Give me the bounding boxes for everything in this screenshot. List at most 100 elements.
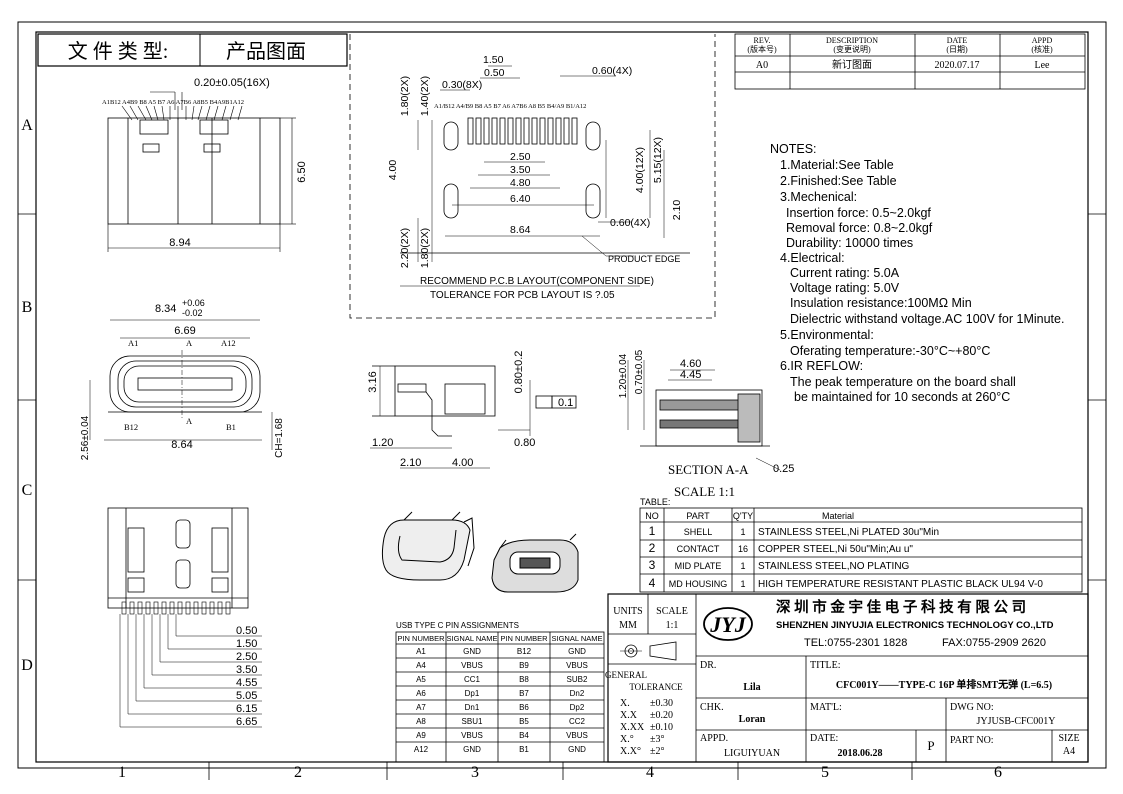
pin-header: SIGNAL NAME — [552, 634, 603, 643]
rev-header-desc: DESCRIPTION — [826, 36, 878, 45]
pin-table-cell: Dn2 — [570, 689, 585, 698]
table-cell: 1 — [649, 524, 656, 538]
scale-label: SCALE — [656, 606, 688, 617]
dim-label: 3.16 — [367, 371, 379, 392]
front-view — [89, 319, 273, 450]
matl-label: MAT'L: — [810, 702, 842, 713]
row-label-d: D — [21, 657, 33, 674]
pin-table-cell: CC2 — [569, 717, 586, 726]
table-cell: STAINLESS STEEL,Ni PLATED 30u"Min — [758, 527, 939, 538]
table-cell: 1 — [740, 579, 745, 589]
title-value: CFC001Y——TYPE-C 16P 单排SMT无弹 (L=6.5) — [836, 678, 1052, 691]
dim-label: 1.20±0.04 — [618, 353, 629, 398]
pin-table-cell: B5 — [519, 717, 529, 726]
table-cell: 16 — [738, 544, 748, 554]
table-cell: 2 — [649, 541, 656, 555]
pin-table-cell: CC1 — [464, 675, 481, 684]
note-line: be maintained for 10 seconds at 260°C — [794, 390, 1010, 404]
pin-table-cell: A9 — [416, 731, 426, 740]
rev-header-date-cn: (日期) — [946, 45, 968, 54]
dim-label: 0.70±0.05 — [634, 349, 645, 394]
pin-labels: A1B12 A4B9 B8 A5 B7 A6 A7B6 A8B5 B4A9B1A… — [102, 99, 244, 106]
doc-type-label: 文 件 类 型: — [68, 40, 169, 63]
tol-val: ±0.10 — [650, 722, 673, 733]
pin-table-cell: A8 — [416, 717, 426, 726]
size-label: SIZE — [1058, 733, 1079, 744]
pcb-caption: RECOMMEND P.C.B LAYOUT(COMPONENT SIDE) — [420, 276, 654, 287]
dim-label: 2.50 — [236, 651, 257, 663]
dim-label: 1.50 — [483, 54, 504, 66]
dwg-value: JYJUSB-CFC001Y — [977, 716, 1056, 727]
rev-cell: A0 — [756, 60, 768, 71]
p-label: P — [927, 738, 934, 753]
notes-block: NOTES: 1.Material:See Table 2.Finished:S… — [770, 142, 1064, 404]
dr-value: Lila — [743, 682, 760, 693]
dim-label: 1.80(2X) — [419, 228, 431, 268]
dim-label: 0.50 — [236, 625, 257, 637]
pin-table-cell: A6 — [416, 689, 426, 698]
dim-label: 4.45 — [680, 369, 701, 381]
dim-label: 1.40(2X) — [419, 76, 431, 116]
note-line: Oferating temperature:-30°C~+80°C — [790, 344, 990, 358]
pin-table-cell: A1 — [416, 647, 426, 656]
rev-header-date: DATE — [947, 36, 968, 45]
pin-table-cell: A12 — [414, 745, 429, 754]
table-cell: COPPER STEEL,Ni 50u"Min;Au u" — [758, 544, 913, 555]
general-tolerance: TOLERANCE — [629, 682, 683, 692]
col-label-5: 5 — [821, 764, 829, 781]
dim-label: 1.50 — [236, 638, 257, 650]
table-cell: 4 — [649, 576, 656, 590]
flatness-value: 0.1 — [558, 397, 573, 409]
doc-type-box: 文 件 类 型: 产品图面 — [37, 33, 348, 67]
note-line: The peak temperature on the board shall — [790, 375, 1016, 389]
pin-table-cell: Dp1 — [465, 689, 480, 698]
note-line: 4.Electrical: — [780, 251, 845, 265]
pin-table — [395, 631, 605, 763]
dim-label: 0.50 — [484, 67, 505, 79]
note-line: 6.IR REFLOW: — [780, 359, 863, 373]
table-cell: STAINLESS STEEL,NO PLATING — [758, 561, 910, 572]
dim-label: 0.20±0.05(16X) — [194, 77, 270, 89]
dim-label: 2.56±0.04 — [80, 415, 91, 460]
appd-value: LIGUIYUAN — [724, 748, 780, 759]
view-label: A — [186, 338, 193, 348]
note-line: Removal force: 0.8~2.0kgf — [786, 221, 933, 235]
title-block — [607, 593, 1089, 763]
dim-label: 5.15(12X) — [652, 137, 664, 183]
col-label-1: 1 — [118, 764, 126, 781]
rev-cell: 2020.07.17 — [935, 60, 980, 71]
table-header: Material — [822, 511, 854, 521]
dim-label: 2.10 — [400, 457, 421, 469]
dim-label: 8.34 — [155, 303, 176, 315]
section-title: SECTION A-A — [668, 462, 749, 477]
rev-header-rev-cn: (版本号) — [747, 44, 777, 54]
pcb-layout — [349, 34, 716, 319]
pcb-pin-labels: A1/B12 A4/B9 B8 A5 B7 A6 A7B6 A8 B5 B4/A… — [434, 103, 586, 110]
pin-table-cell: GND — [568, 745, 586, 754]
company-logo: JYJ — [709, 612, 746, 637]
pin-table-cell: SUB2 — [567, 675, 588, 684]
dim-label: 6.65 — [236, 716, 257, 728]
notes-title: NOTES: — [770, 142, 817, 156]
pin-table-cell: B12 — [517, 647, 532, 656]
iso-view-1 — [381, 511, 475, 581]
pin-table-cell: B6 — [519, 703, 529, 712]
scale-value: 1:1 — [666, 620, 679, 631]
table-header: NO — [645, 511, 659, 521]
dim-label: 2.20(2X) — [399, 228, 411, 268]
part-label: PART NO: — [950, 735, 994, 746]
dim-label: 0.80±0.2 — [513, 351, 525, 394]
table-cell: CONTACT — [677, 544, 720, 554]
note-line: 5.Environmental: — [780, 328, 874, 342]
pin-header: PIN NUMBER — [397, 634, 445, 643]
dim-tolerance-upper: +0.06 — [182, 298, 205, 308]
material-table — [639, 507, 1083, 593]
dim-label: 6.40 — [510, 193, 531, 205]
revision-table — [734, 33, 1086, 90]
dim-label: 0.25 — [773, 463, 794, 475]
dim-label: 4.00(12X) — [634, 147, 646, 193]
tol-val: ±2° — [650, 746, 665, 757]
dim-label: 4.55 — [236, 677, 257, 689]
